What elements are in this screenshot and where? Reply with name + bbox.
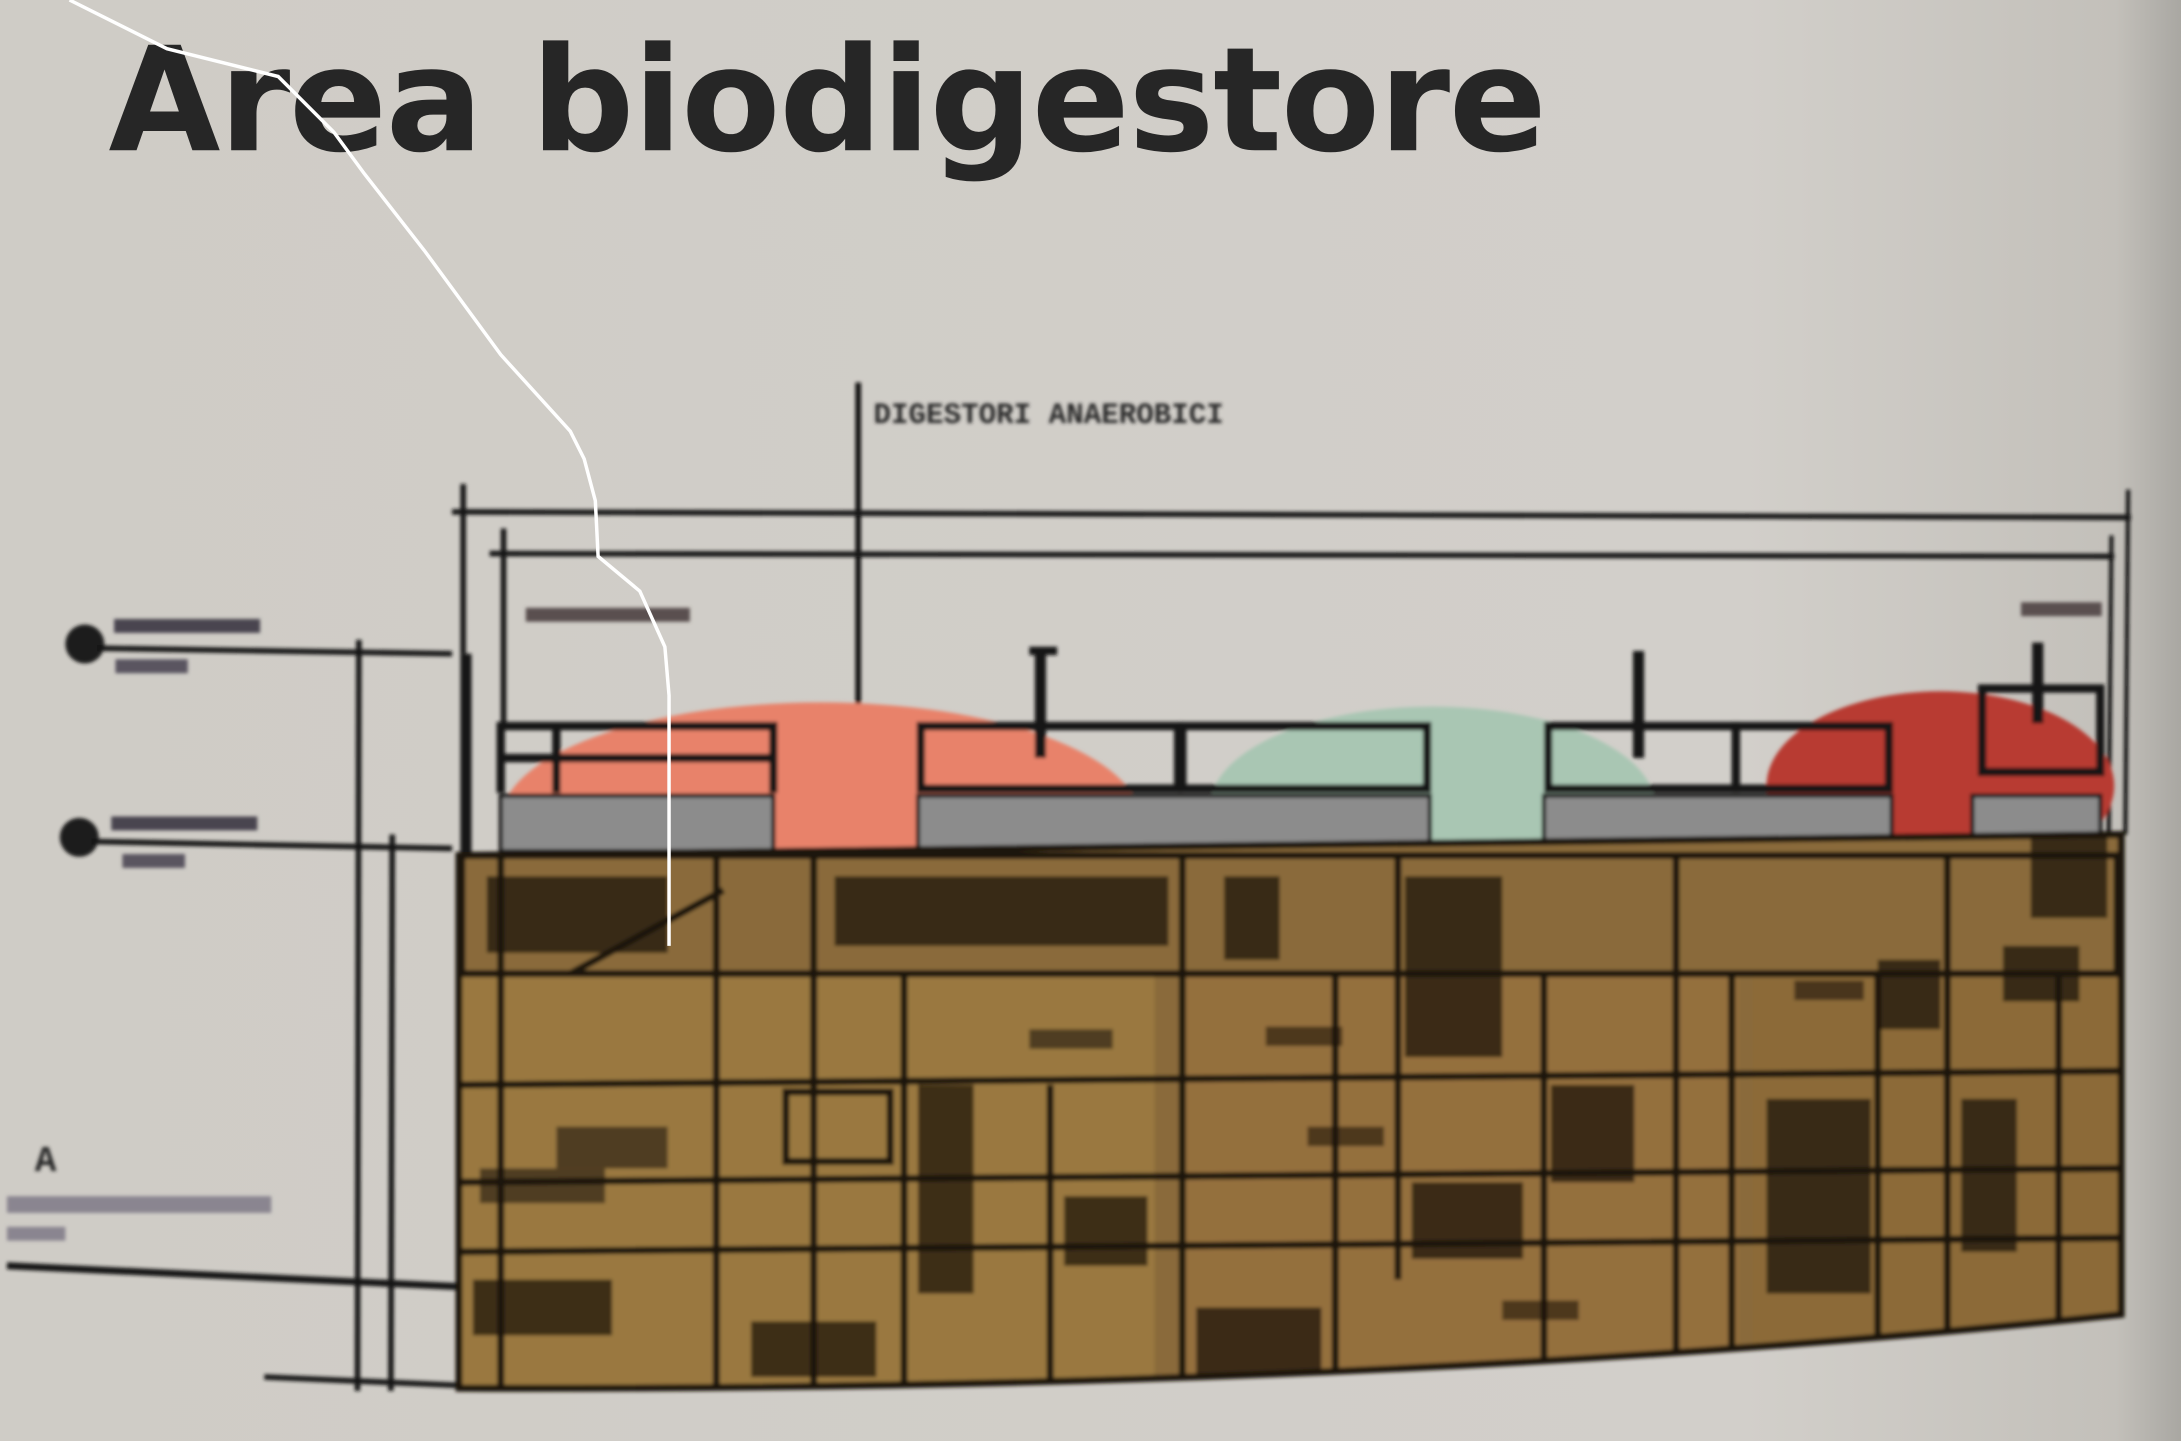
- drawing: DIGESTORI ANAEROBICI: [6, 382, 2131, 1392]
- note-label: [2021, 602, 2102, 617]
- crack-line: [68, 0, 671, 946]
- page-title: Area biodigestore: [108, 17, 1545, 185]
- building-body: [459, 834, 2122, 1389]
- note-label: [525, 607, 690, 622]
- level-marker-top: [65, 618, 453, 674]
- section-note: [6, 1196, 272, 1213]
- building-outline: [455, 831, 2125, 1392]
- section-marker: A: [35, 1141, 57, 1182]
- railings: [496, 642, 2105, 793]
- vertical-dimensions: [6, 639, 472, 1391]
- leader-label: DIGESTORI ANAEROBICI: [874, 399, 1224, 432]
- section-note: [6, 1226, 66, 1241]
